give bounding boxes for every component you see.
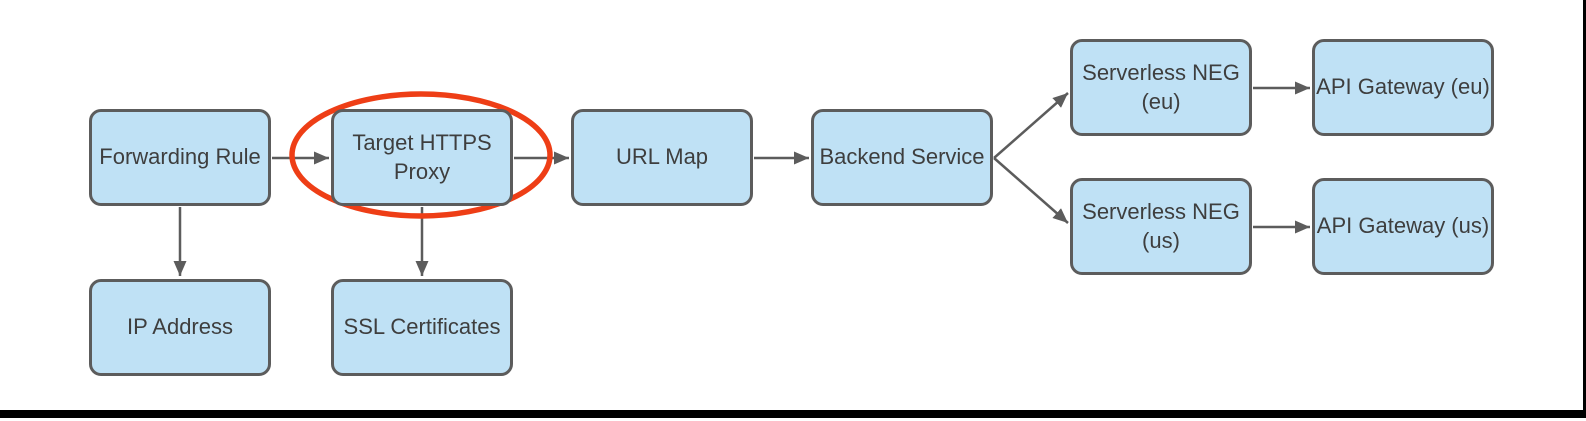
node-ip-address-label: IP Address — [127, 314, 233, 340]
node-serverless-neg-eu: Serverless NEG (eu) — [1070, 39, 1252, 136]
page-border-bottom — [0, 410, 1586, 418]
node-ssl-certificates: SSL Certificates — [331, 279, 513, 376]
node-serverless-neg-eu-label: Serverless NEG (eu) — [1082, 59, 1240, 114]
edge-backend-service-to-neg-us — [993, 157, 1069, 224]
node-backend-service: Backend Service — [811, 109, 993, 206]
node-ssl-certificates-label: SSL Certificates — [343, 314, 501, 340]
node-api-gateway-us: API Gateway (us) — [1312, 178, 1494, 275]
node-ip-address: IP Address — [89, 279, 271, 376]
node-api-gateway-eu: API Gateway (eu) — [1312, 39, 1494, 136]
node-target-https-proxy: Target HTTPS Proxy — [331, 109, 513, 206]
highlight-ellipse — [289, 91, 553, 219]
page-border-right — [1583, 0, 1586, 418]
node-forwarding-rule-label: Forwarding Rule — [99, 144, 261, 170]
node-backend-service-label: Backend Service — [819, 144, 985, 170]
edge-backend-service-to-neg-eu — [993, 92, 1069, 159]
node-api-gateway-eu-label: API Gateway (eu) — [1316, 74, 1490, 100]
node-url-map-label: URL Map — [615, 144, 709, 170]
node-forwarding-rule: Forwarding Rule — [89, 109, 271, 206]
node-target-https-proxy-label: Target HTTPS Proxy — [352, 129, 492, 184]
node-url-map: URL Map — [571, 109, 753, 206]
node-serverless-neg-us: Serverless NEG (us) — [1070, 178, 1252, 275]
node-api-gateway-us-label: API Gateway (us) — [1316, 213, 1490, 239]
node-serverless-neg-us-label: Serverless NEG (us) — [1082, 198, 1240, 253]
